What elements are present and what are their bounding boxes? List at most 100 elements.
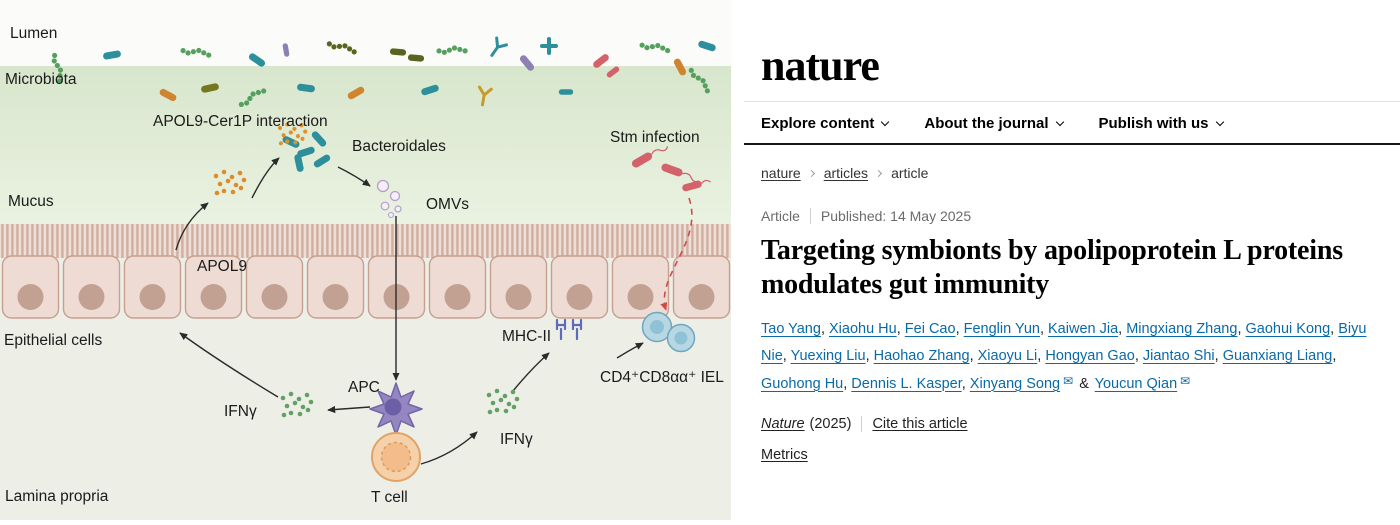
author: Tao Yang (761, 321, 825, 337)
breadcrumb-articles[interactable]: articles (823, 165, 869, 181)
mucus-zone (0, 66, 731, 226)
author-link[interactable]: Yuexing Liu (790, 347, 866, 364)
label-epithelial-cells: Epithelial cells (4, 332, 102, 349)
author: Kaiwen Jia (1048, 321, 1122, 337)
label-mhc2: MHC-II (502, 328, 551, 345)
metrics-link[interactable]: Metrics (761, 447, 808, 464)
author-link[interactable]: Kaiwen Jia (1048, 320, 1119, 337)
label-apol9-cer1p-interaction: APOL9-Cer1P interaction (153, 113, 328, 130)
author-link[interactable]: Guohong Hu (761, 375, 844, 392)
chevron-down-icon (1215, 117, 1224, 127)
author-link[interactable]: Tao Yang (761, 320, 821, 337)
author-link[interactable]: Biyu Nie (761, 320, 1367, 364)
label-ifng-left: IFNγ (224, 403, 257, 420)
label-apol9: APOL9 (197, 258, 247, 275)
published-date: Published: 14 May 2025 (820, 208, 972, 224)
author-link[interactable]: Hongyan Gao (1045, 347, 1135, 364)
label-lumen: Lumen (10, 25, 57, 42)
apc-cell-icon (369, 382, 423, 436)
metrics-row: Metrics (761, 447, 1400, 463)
t-cell-icon (371, 432, 421, 482)
citation-divider (861, 416, 863, 433)
author: Haohao Zhang (874, 348, 974, 364)
gut-immunity-figure: Lumen Microbiota APOL9-Cer1P interaction… (0, 25, 731, 520)
email-icon[interactable]: ✉ (1180, 373, 1191, 388)
ampersand: & (1079, 375, 1089, 392)
author: Fenglin Yun (964, 321, 1044, 337)
author-link[interactable]: Xiaoyu Li (977, 347, 1038, 364)
chevron-right-icon (807, 169, 815, 178)
top-navigation: Explore content About the journal Publis… (744, 102, 1400, 143)
nav-publish-with-us[interactable]: Publish with us (1098, 115, 1224, 132)
stm-infection-path (660, 197, 693, 311)
nav-about-the-journal[interactable]: About the journal (924, 115, 1064, 132)
chevron-down-icon (1055, 117, 1064, 127)
breadcrumb-nature[interactable]: nature (761, 165, 801, 181)
label-bacteroidales: Bacteroidales (352, 138, 446, 155)
label-omvs: OMVs (426, 196, 469, 213)
author-corresponding: Xinyang Song✉ (969, 373, 1074, 392)
chevron-down-icon (881, 117, 890, 127)
nav-explore-content[interactable]: Explore content (761, 115, 890, 132)
author-link[interactable]: Gaohui Kong (1245, 320, 1331, 337)
label-lamina-propria: Lamina propria (5, 488, 109, 505)
label-microbiota: Microbiota (5, 71, 77, 88)
author-link[interactable]: Haohao Zhang (873, 347, 970, 364)
author-list: Tao Yang Xiaohu Hu Fei Cao Fenglin Yun K… (761, 316, 1380, 397)
nature-logo[interactable]: nature (761, 41, 880, 90)
masthead-divider (744, 101, 1400, 102)
figure-arrows (175, 157, 644, 465)
label-stm-infection: Stm infection (610, 129, 700, 146)
author-link[interactable]: Guanxiang Liang (1222, 347, 1333, 364)
article-figure: Lumen Microbiota APOL9-Cer1P interaction… (0, 25, 731, 520)
omv-vesicles-icon (376, 179, 402, 219)
article-meta: Article Published: 14 May 2025 (761, 208, 1400, 224)
epithelial-layer (0, 224, 731, 319)
iel-cells-icon (641, 311, 696, 353)
journal-link[interactable]: Nature (761, 416, 805, 433)
chevron-right-icon (875, 169, 883, 178)
article-type: Article (761, 208, 800, 224)
author-link[interactable]: Fenglin Yun (963, 320, 1040, 337)
label-t-cell: T cell (371, 489, 408, 506)
nav-label: Explore content (761, 115, 875, 132)
author-link[interactable]: Dennis L. Kasper (851, 375, 962, 392)
author: Fei Cao (905, 321, 960, 337)
citation-year: (2025) (809, 416, 852, 433)
author: Gaohui Kong (1246, 321, 1335, 337)
author-link[interactable]: Xiaohu Hu (829, 320, 897, 337)
breadcrumb-article-current: article (891, 165, 929, 181)
author: Xiaoyu Li (978, 348, 1042, 364)
citation-row: Nature (2025) Cite this article (761, 416, 1400, 433)
masthead: nature (744, 0, 1400, 88)
nav-divider (744, 143, 1400, 145)
author: Yuexing Liu (791, 348, 870, 364)
author-link[interactable]: Fei Cao (904, 320, 956, 337)
cite-this-article-link[interactable]: Cite this article (872, 416, 968, 433)
author: Dennis L. Kasper (851, 376, 965, 392)
author: Hongyan Gao (1045, 348, 1139, 364)
author: Guohong Hu (761, 376, 847, 392)
lamina-propria-zone (0, 226, 731, 520)
mhc2-receptor-icons (555, 318, 583, 341)
author-link[interactable]: Xinyang Song (969, 375, 1061, 392)
label-mucus: Mucus (8, 193, 54, 210)
stm-bacteria-icon (631, 146, 711, 192)
meta-divider (809, 208, 811, 224)
label-iel: CD4⁺CD8αα⁺ IEL (600, 369, 724, 386)
author: Mingxiang Zhang (1126, 321, 1241, 337)
article-page: nature Explore content About the journal… (744, 0, 1400, 520)
page-title: Targeting symbionts by apolipoprotein L … (761, 235, 1343, 301)
nav-label: About the journal (924, 115, 1049, 132)
label-ifng-right: IFNγ (500, 431, 533, 448)
author: Guanxiang Liang (1223, 348, 1337, 364)
author-link[interactable]: Jiantao Shi (1142, 347, 1215, 364)
author-link[interactable]: Youcun Qian (1094, 375, 1178, 392)
nav-label: Publish with us (1098, 115, 1209, 132)
author-link[interactable]: Mingxiang Zhang (1126, 320, 1238, 337)
author: Jiantao Shi (1143, 348, 1219, 364)
breadcrumb: nature articles article (761, 165, 1400, 181)
author: Xiaohu Hu (829, 321, 901, 337)
author-corresponding: Youcun Qian✉ (1094, 373, 1191, 392)
email-icon[interactable]: ✉ (1063, 373, 1074, 388)
